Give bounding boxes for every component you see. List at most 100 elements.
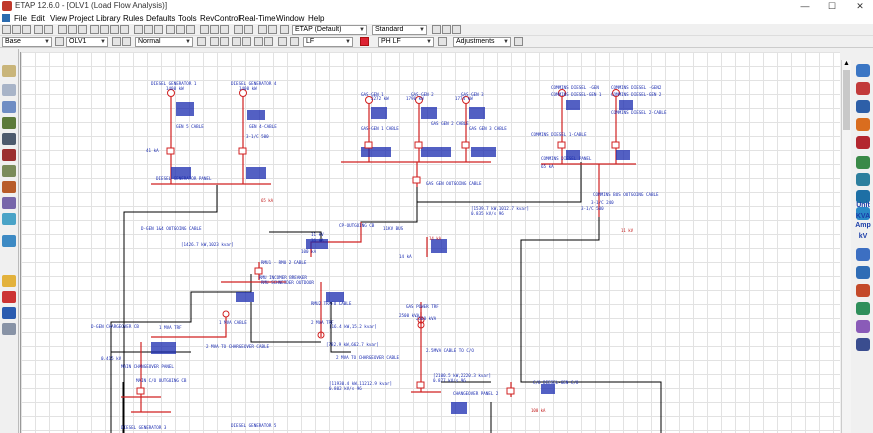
annotation-icon[interactable] bbox=[244, 25, 253, 34]
ground-tool-icon[interactable] bbox=[2, 323, 16, 335]
display-options-icon[interactable] bbox=[856, 248, 870, 261]
maximize-button[interactable]: ☐ bbox=[827, 1, 837, 11]
zoom-in-icon[interactable] bbox=[100, 25, 109, 34]
mode-icon[interactable] bbox=[122, 37, 131, 46]
search-icon[interactable] bbox=[268, 25, 277, 34]
undo-icon[interactable] bbox=[144, 25, 153, 34]
layers-icon[interactable] bbox=[210, 25, 219, 34]
node-tool-icon[interactable] bbox=[2, 307, 16, 319]
generator-symbol-gas1[interactable] bbox=[365, 96, 373, 104]
grid-icon[interactable] bbox=[176, 25, 185, 34]
pdf-icon[interactable] bbox=[278, 37, 287, 46]
reliability-icon[interactable] bbox=[856, 207, 870, 220]
one-line-diagram[interactable]: DIESEL GENERATOR 1 DIESEL GENERATOR 4 14… bbox=[21, 52, 840, 433]
alert-view-icon[interactable] bbox=[856, 266, 870, 279]
zoom-fit-icon[interactable] bbox=[120, 25, 129, 34]
study-mode-combo[interactable]: LF▼ bbox=[303, 37, 353, 47]
menu-edit[interactable]: Edit bbox=[31, 14, 45, 23]
breaker[interactable] bbox=[557, 141, 566, 149]
save-icon[interactable] bbox=[22, 25, 31, 34]
units-label[interactable]: Unit bbox=[856, 202, 870, 209]
fuse-tool-icon[interactable] bbox=[2, 291, 16, 303]
close-button[interactable]: ✕ bbox=[856, 1, 864, 11]
arc-flash-icon[interactable] bbox=[856, 173, 870, 186]
layout-icon[interactable] bbox=[290, 37, 299, 46]
scroll-up-arrow[interactable]: ▲ bbox=[843, 60, 850, 67]
minimize-button[interactable]: — bbox=[800, 1, 810, 11]
breaker[interactable] bbox=[416, 381, 425, 389]
study-case-edit-icon[interactable] bbox=[438, 37, 447, 46]
menu-file[interactable]: File bbox=[14, 14, 27, 23]
transformer-symbol-gas-2[interactable] bbox=[417, 321, 425, 329]
harmonics-icon[interactable] bbox=[856, 118, 870, 131]
style-combo[interactable]: Standard▼ bbox=[372, 25, 427, 35]
pointer-tool-icon[interactable] bbox=[2, 101, 16, 113]
continuity-icon[interactable] bbox=[186, 25, 195, 34]
scroll-thumb[interactable] bbox=[843, 70, 850, 130]
breaker[interactable] bbox=[414, 141, 423, 149]
select-tool-icon[interactable] bbox=[2, 65, 16, 77]
breaker[interactable] bbox=[461, 141, 470, 149]
find-icon[interactable] bbox=[234, 25, 243, 34]
paste-icon[interactable] bbox=[78, 25, 87, 34]
study-icon[interactable] bbox=[210, 37, 219, 46]
optimal-power-flow-icon[interactable] bbox=[856, 190, 870, 203]
breaker[interactable] bbox=[506, 387, 515, 395]
report-manager-icon[interactable] bbox=[856, 284, 870, 297]
menu-window[interactable]: Window bbox=[276, 14, 305, 23]
open-icon[interactable] bbox=[12, 25, 21, 34]
theme-icon[interactable] bbox=[200, 25, 209, 34]
motor-tool-icon[interactable] bbox=[2, 181, 16, 193]
menu-library[interactable]: Library bbox=[96, 14, 121, 23]
cable-tool-icon[interactable] bbox=[2, 84, 16, 96]
short-circuit-icon[interactable] bbox=[856, 82, 870, 95]
document-icon[interactable] bbox=[2, 14, 10, 22]
help-icon[interactable] bbox=[258, 25, 267, 34]
load-flow-icon[interactable] bbox=[856, 64, 870, 77]
transformer-symbol-gas[interactable] bbox=[417, 316, 425, 324]
mismatch-icon[interactable] bbox=[242, 37, 251, 46]
kva-amp-label[interactable]: KVA Amp bbox=[855, 213, 871, 229]
compare-results-icon[interactable] bbox=[856, 320, 870, 333]
new-icon[interactable] bbox=[2, 25, 11, 34]
breaker[interactable] bbox=[611, 141, 620, 149]
breaker[interactable] bbox=[166, 147, 175, 155]
alert-icon[interactable] bbox=[254, 37, 263, 46]
generator-symbol-gas3[interactable] bbox=[462, 96, 470, 104]
italic-icon[interactable] bbox=[442, 25, 451, 34]
bus-tool-icon[interactable] bbox=[2, 149, 16, 161]
check-icon[interactable] bbox=[134, 25, 143, 34]
trash-icon[interactable] bbox=[2, 235, 16, 247]
view-output-icon[interactable] bbox=[856, 338, 870, 351]
cut-icon[interactable] bbox=[58, 25, 67, 34]
breaker[interactable] bbox=[412, 176, 421, 184]
menu-rules[interactable]: Rules bbox=[123, 14, 144, 23]
study-case-combo[interactable]: PH LF▼ bbox=[378, 37, 434, 47]
print-preview-icon[interactable] bbox=[44, 25, 53, 34]
presentation-icon[interactable] bbox=[55, 37, 64, 46]
generator-tool-icon[interactable] bbox=[2, 133, 16, 145]
bus-icon[interactable] bbox=[232, 37, 241, 46]
print-icon[interactable] bbox=[34, 25, 43, 34]
transformer-symbol-2mva[interactable] bbox=[317, 331, 325, 339]
transformer-tool-icon[interactable] bbox=[2, 117, 16, 129]
breaker[interactable] bbox=[364, 141, 373, 149]
breaker-tool-icon[interactable] bbox=[2, 165, 16, 177]
breaker[interactable] bbox=[136, 387, 145, 395]
motor-acceleration-icon[interactable] bbox=[856, 100, 870, 113]
menu-project[interactable]: Project bbox=[69, 14, 94, 23]
adjustments-combo[interactable]: Adjustments▼ bbox=[453, 37, 511, 47]
menu-help[interactable]: Help bbox=[308, 14, 325, 23]
breaker[interactable] bbox=[238, 147, 247, 155]
breaker[interactable] bbox=[254, 267, 263, 275]
result-analyzer-icon[interactable] bbox=[856, 302, 870, 315]
generator-symbol-commins2[interactable] bbox=[612, 89, 620, 97]
transient-stability-icon[interactable] bbox=[856, 136, 870, 149]
bold-icon[interactable] bbox=[432, 25, 441, 34]
pan-icon[interactable] bbox=[90, 25, 99, 34]
color-icon[interactable] bbox=[452, 25, 461, 34]
output-report-icon[interactable] bbox=[514, 37, 523, 46]
menu-revcontrol[interactable]: RevControl bbox=[200, 14, 241, 23]
generator-symbol-commins1[interactable] bbox=[558, 89, 566, 97]
menu-real-time[interactable]: Real-Time bbox=[239, 14, 276, 23]
